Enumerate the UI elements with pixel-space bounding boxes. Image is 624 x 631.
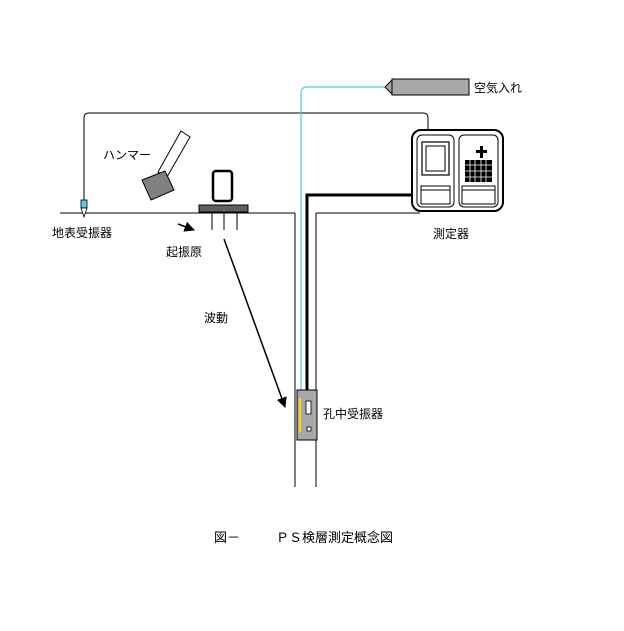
air-pump-icon (384, 78, 470, 96)
surface-receiver-icon (80, 199, 88, 219)
meter-device-icon (411, 129, 504, 212)
source-plate-icon (198, 169, 249, 230)
meter-label: 測定器 (433, 226, 469, 241)
borehole-receiver-icon (296, 389, 318, 441)
air-tube (300, 86, 392, 390)
surface-receiver-label: 地表受振器 (52, 226, 112, 240)
wave-label: 波動 (204, 311, 228, 325)
hammer-label: ハンマー (103, 148, 151, 162)
hammer-icon (141, 130, 191, 201)
borehole-receiver-label: 孔中受振器 (323, 406, 383, 421)
source-label: 起振原 (166, 245, 202, 259)
figure-number: 図－ (214, 531, 240, 546)
wave-arrow (223, 238, 287, 408)
receiver-cable (305, 193, 412, 390)
air-in-label: 空気入れ (474, 80, 522, 95)
figure-title: ＰＳ検層測定概念図 (276, 530, 393, 546)
surface-receiver-cable (83, 112, 429, 200)
source-arrow (177, 221, 195, 232)
